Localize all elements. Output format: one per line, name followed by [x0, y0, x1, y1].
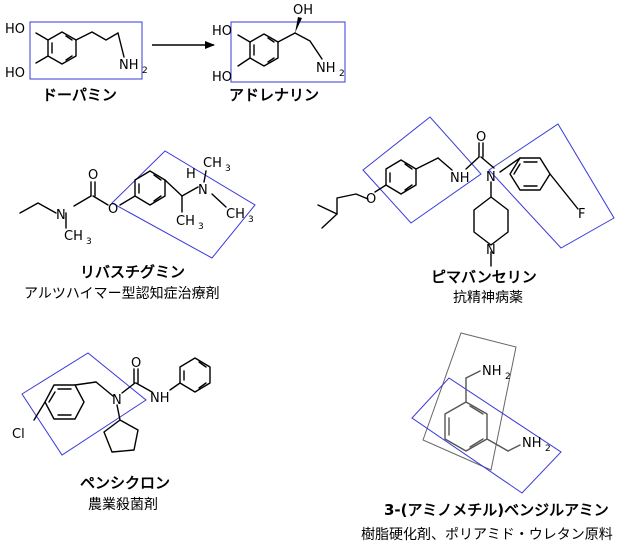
- subscript-label: 3: [225, 164, 231, 174]
- adrenaline-structure: OH HO HO NH 2 アドレナリン: [212, 3, 346, 104]
- pimavanserin-bonds: [317, 142, 579, 267]
- adrenaline-highlight-box: [230, 21, 346, 83]
- mxda-vertical-box: [422, 332, 517, 471]
- rivastigmine-bonds: [19, 170, 227, 229]
- pimavanserin-name: ピマバンセリン: [431, 268, 537, 286]
- methyl-label: CH: [226, 207, 245, 222]
- pencycuron-use: 農業殺菌剤: [88, 497, 158, 513]
- subscript-label: 3: [86, 237, 92, 247]
- dopamine-bonds: [35, 31, 119, 65]
- subscript-label: 2: [339, 69, 345, 79]
- oxygen-label: O: [476, 130, 486, 145]
- nitrogen-label: N: [198, 183, 208, 198]
- amide-nh-label: NH: [450, 171, 470, 186]
- pencycuron-bonds: [33, 357, 211, 453]
- dopamine-name: ドーパミン: [42, 86, 117, 104]
- hydrogen-label: H: [186, 167, 196, 182]
- amine-label: NH: [119, 58, 139, 73]
- rivastigmine-highlight-box: [111, 150, 256, 259]
- oxygen-label: O: [108, 202, 118, 217]
- pencycuron-name: ペンシクロン: [80, 474, 170, 492]
- hydroxyl-label: HO: [5, 66, 25, 81]
- pimavanserin-use: 抗精神病薬: [453, 290, 523, 306]
- rivastigmine-structure: N CH 3 O O H N CH 3 CH 3 CH 3 リバスチグミン アル…: [19, 150, 256, 302]
- subscript-label: 2: [545, 444, 551, 454]
- nitrogen-label: N: [56, 208, 66, 223]
- nitrogen-label: N: [486, 243, 496, 258]
- nitrogen-label: N: [112, 393, 122, 408]
- subscript-label: 3: [248, 215, 254, 225]
- oxygen-label: O: [88, 168, 98, 183]
- amine-label: NH: [482, 364, 502, 379]
- adrenaline-name: アドレナリン: [229, 86, 319, 104]
- methyl-label: CH: [203, 156, 222, 171]
- amine-label: NH: [316, 61, 336, 76]
- adrenaline-bonds: [237, 17, 323, 67]
- methyl-label: CH: [64, 229, 83, 244]
- hydroxyl-label: HO: [212, 70, 232, 85]
- mxda-use: 樹脂硬化剤、ポリアミド・ウレタン原料: [361, 527, 613, 543]
- mxda-structure: NH 2 NH 2 3-(アミノメチル)ベンジルアミン 樹脂硬化剤、ポリアミド・…: [361, 332, 613, 543]
- pimavanserin-structure: O NH O N N F ピマバンセリン 抗精神病薬: [317, 116, 615, 306]
- mxda-name: 3-(アミノメチル)ベンジルアミン: [384, 501, 609, 519]
- amine-label: NH: [522, 436, 542, 451]
- hydroxyl-label: OH: [293, 3, 313, 18]
- chlorine-label: Cl: [12, 427, 25, 442]
- nitrogen-label: N: [486, 170, 496, 185]
- mxda-bonds: [444, 370, 521, 452]
- methyl-label: CH: [176, 214, 195, 229]
- subscript-label: 3: [198, 222, 204, 232]
- dopamine-structure: HO HO NH 2 ドーパミン: [5, 21, 148, 104]
- mxda-diagonal-box: [411, 377, 562, 494]
- amide-nh-label: NH: [150, 391, 170, 406]
- subscript-label: 2: [142, 66, 148, 76]
- pimavanserin-left-box: [362, 116, 482, 224]
- hydroxyl-label: HO: [5, 22, 25, 37]
- oxygen-label: O: [131, 356, 141, 371]
- oxygen-label: O: [366, 192, 376, 207]
- rivastigmine-name: リバスチグミン: [80, 263, 185, 281]
- fluorine-label: F: [578, 207, 585, 222]
- subscript-label: 2: [505, 372, 511, 382]
- pencycuron-highlight-box: [21, 352, 147, 456]
- pencycuron-structure: Cl N O NH ペンシクロン 農業殺菌剤: [12, 352, 211, 513]
- dopamine-highlight-box: [29, 21, 143, 80]
- hydroxyl-label: HO: [212, 24, 232, 39]
- pimavanserin-right-box: [488, 123, 615, 249]
- rivastigmine-use: アルツハイマー型認知症治療剤: [24, 285, 220, 302]
